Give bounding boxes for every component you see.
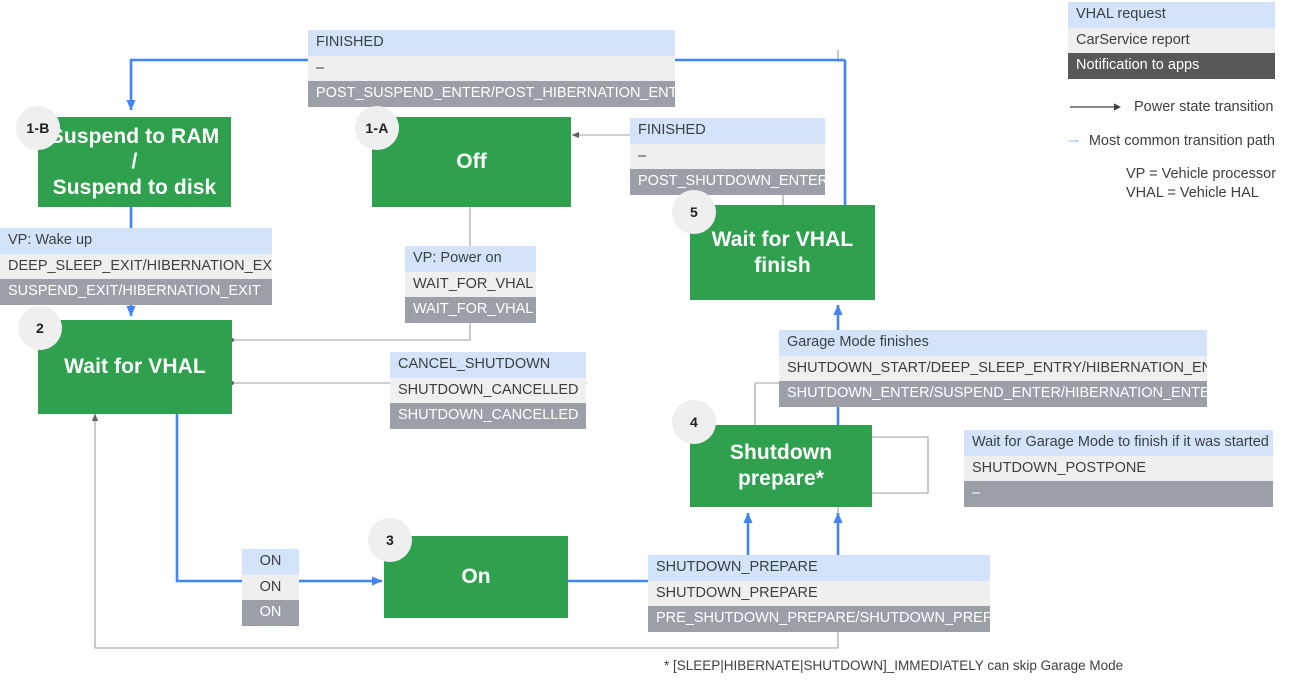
state-box-wait-for-vhal-finish[interactable]: Wait for VHAL finish: [690, 205, 875, 300]
state-label-wait-for-vhal: Wait for VHAL: [64, 355, 206, 379]
state-badge-wait-for-vhal: 2: [18, 306, 62, 350]
legend-swatch-notification-to-apps: Notification to apps: [1068, 53, 1275, 79]
carservice-report-row: SHUTDOWN_CANCELLED: [390, 377, 586, 403]
state-label-wait-for-vhal-finish: Wait for VHAL finish: [711, 227, 854, 277]
notification-row: –: [964, 481, 1273, 507]
vhal-request-row: VP: Power on: [405, 246, 536, 272]
vhal-request-row: Garage Mode finishes: [779, 330, 1207, 356]
state-badge-wait-for-vhal-finish: 5: [672, 190, 716, 234]
gray-arrow-icon: [1070, 102, 1121, 111]
vhal-request-row: ON: [242, 549, 299, 575]
transition-label-on: ON ON ON: [242, 549, 299, 626]
notification-row: SHUTDOWN_ENTER/SUSPEND_ENTER/HIBERNATION…: [779, 381, 1207, 407]
notification-row: ON: [242, 600, 299, 626]
legend-swatch-carservice-report: CarService report: [1068, 27, 1275, 53]
vhal-request-row: CANCEL_SHUTDOWN: [390, 352, 586, 378]
transition-label-power-on: VP: Power on WAIT_FOR_VHAL WAIT_FOR_VHAL: [405, 246, 536, 323]
notification-row: SUSPEND_EXIT/HIBERNATION_EXIT: [0, 279, 272, 305]
vhal-request-row: FINISHED: [308, 30, 675, 56]
blue-arrow-icon: [1068, 139, 1079, 142]
transition-label-post-suspend-enter: FINISHED – POST_SUSPEND_ENTER/POST_HIBER…: [308, 30, 675, 107]
legend-definition-vhal: VHAL = Vehicle HAL: [1126, 185, 1259, 202]
notification-row: POST_SHUTDOWN_ENTER: [630, 169, 825, 195]
carservice-report-row: SHUTDOWN_PREPARE: [648, 580, 990, 606]
notification-row: POST_SUSPEND_ENTER/POST_HIBERNATION_ENTE…: [308, 81, 675, 107]
state-label-shutdown-prepare: Shutdown prepare*: [729, 441, 833, 490]
state-badge-suspend: 1-B: [16, 106, 60, 150]
transition-label-shutdown-postpone: Wait for Garage Mode to finish if it was…: [964, 430, 1273, 507]
vhal-request-row: SHUTDOWN_PREPARE: [648, 555, 990, 581]
state-label-off: Off: [456, 150, 487, 174]
legend-arrow-label: Power state transition: [1134, 98, 1274, 115]
vhal-request-row: VP: Wake up: [0, 228, 272, 254]
legend-definition-vp: VP = Vehicle processor: [1126, 165, 1277, 182]
state-box-wait-for-vhal[interactable]: Wait for VHAL: [38, 320, 232, 414]
carservice-report-row: SHUTDOWN_START/DEEP_SLEEP_ENTRY/HIBERNAT…: [779, 355, 1207, 381]
legend-swatch-vhal-request: VHAL request: [1068, 2, 1275, 28]
carservice-report-row: SHUTDOWN_POSTPONE: [964, 455, 1273, 481]
state-box-off[interactable]: Off: [372, 117, 571, 207]
state-badge-off: 1-A: [355, 106, 399, 150]
notification-row: WAIT_FOR_VHAL: [405, 297, 536, 323]
legend-arrow-power-state-transition: Power state transition: [1068, 99, 1275, 115]
state-box-shutdown-prepare[interactable]: Shutdown prepare*: [690, 425, 872, 507]
notification-row: SHUTDOWN_CANCELLED: [390, 403, 586, 429]
legend: VHAL request CarService report Notificat…: [1068, 2, 1277, 204]
carservice-report-row: DEEP_SLEEP_EXIT/HIBERNATION_EXIT: [0, 253, 272, 279]
notification-row: PRE_SHUTDOWN_PREPARE/SHUTDOWN_PREPARE: [648, 606, 990, 632]
carservice-report-row: WAIT_FOR_VHAL: [405, 271, 536, 297]
state-label-suspend: Suspend to RAM / Suspend to disk: [49, 124, 220, 199]
legend-arrow-most-common-path: Most common transition path: [1068, 133, 1275, 149]
footnote: * [SLEEP|HIBERNATE|SHUTDOWN]_IMMEDIATELY…: [664, 658, 1124, 673]
legend-arrow-label: Most common transition path: [1088, 132, 1275, 149]
state-badge-on: 3: [368, 518, 412, 562]
transition-label-shutdown-prepare: SHUTDOWN_PREPARE SHUTDOWN_PREPARE PRE_SH…: [648, 555, 990, 632]
transition-label-post-shutdown-enter: FINISHED – POST_SHUTDOWN_ENTER: [630, 118, 825, 195]
transition-label-wake-up: VP: Wake up DEEP_SLEEP_EXIT/HIBERNATION_…: [0, 228, 272, 305]
state-label-on: On: [461, 565, 491, 589]
vhal-request-row: FINISHED: [630, 118, 825, 144]
carservice-report-row: –: [308, 55, 675, 81]
carservice-report-row: ON: [242, 574, 299, 600]
state-badge-shutdown-prepare: 4: [672, 400, 716, 444]
legend-definitions: VP = Vehicle processor VHAL = Vehicle HA…: [1126, 165, 1277, 204]
transition-label-garage-mode-finishes: Garage Mode finishes SHUTDOWN_START/DEEP…: [779, 330, 1207, 407]
state-box-suspend[interactable]: Suspend to RAM / Suspend to disk: [38, 117, 231, 207]
vhal-request-row: Wait for Garage Mode to finish if it was…: [964, 430, 1273, 456]
transition-label-cancel-shutdown: CANCEL_SHUTDOWN SHUTDOWN_CANCELLED SHUTD…: [390, 352, 586, 429]
state-box-on[interactable]: On: [384, 536, 568, 618]
carservice-report-row: –: [630, 143, 825, 169]
